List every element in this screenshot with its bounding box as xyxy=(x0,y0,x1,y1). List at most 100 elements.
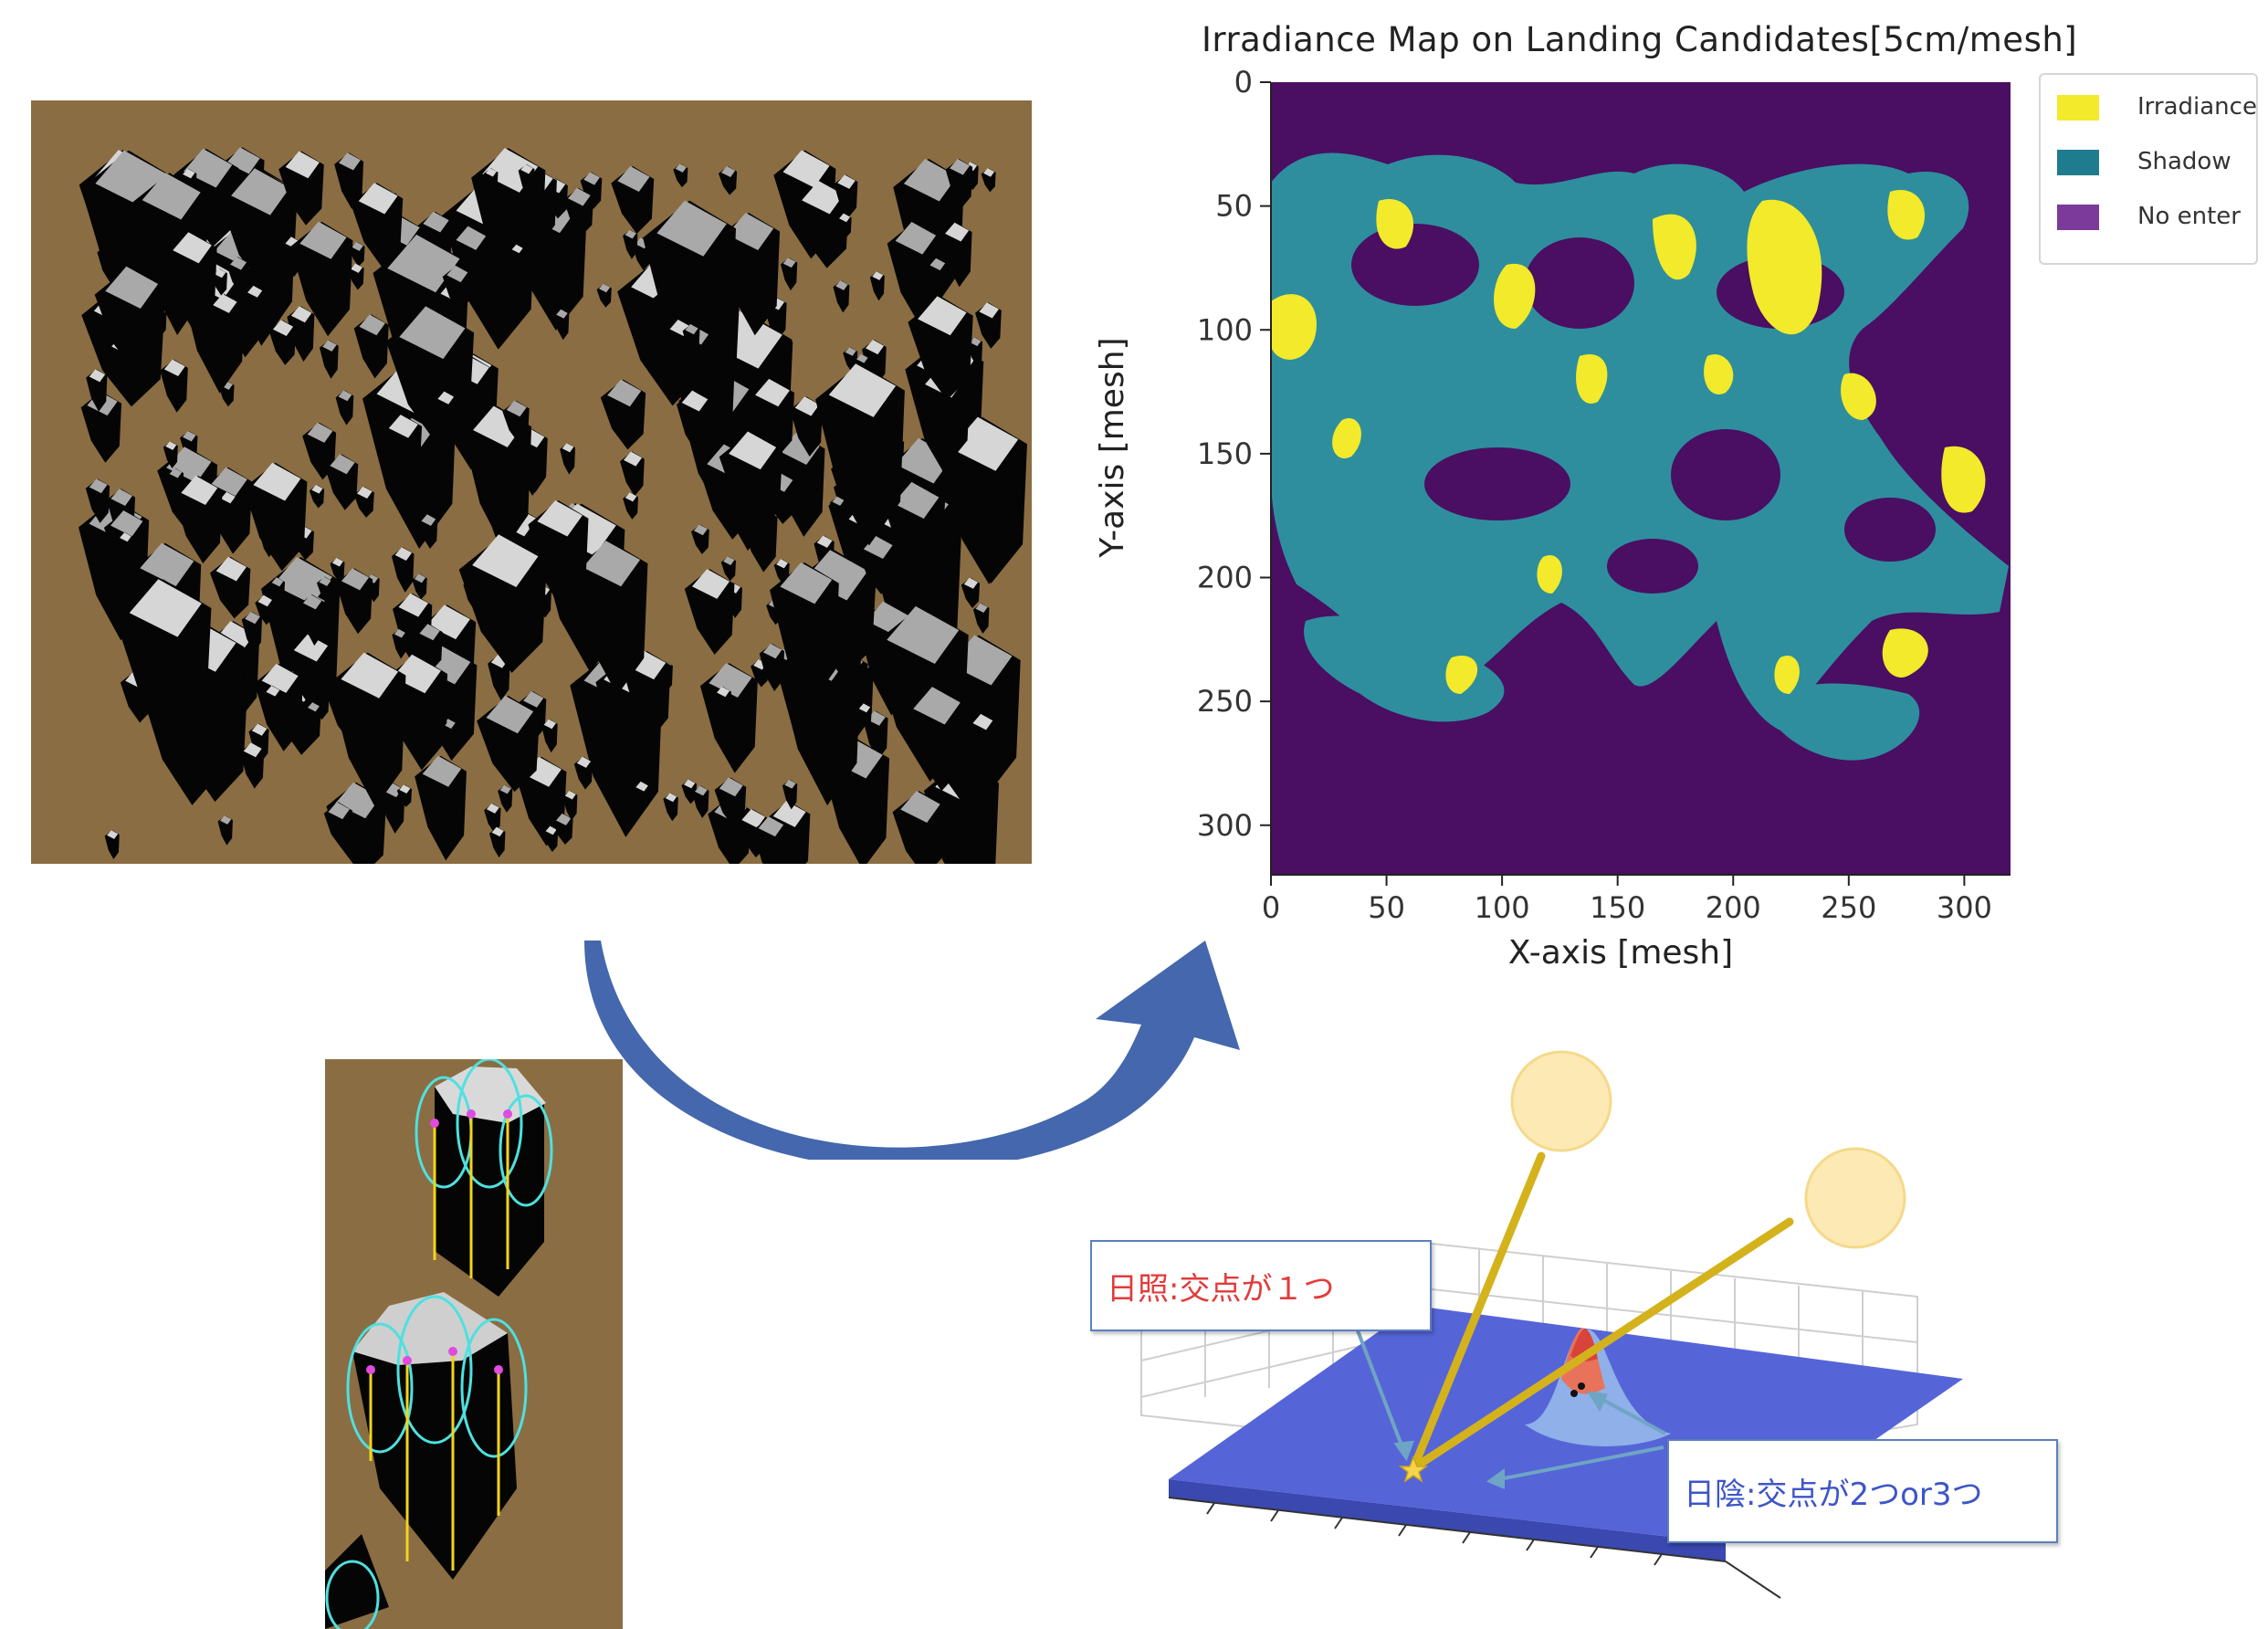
boulder-top xyxy=(691,569,730,599)
y-tick-label: 300 xyxy=(1197,808,1253,843)
boulder-shadow xyxy=(488,654,510,701)
boulder-top xyxy=(929,257,946,271)
boulder-top xyxy=(556,813,572,825)
boulder-top xyxy=(963,577,978,589)
boulder-top xyxy=(506,400,527,417)
boulder-shadow xyxy=(164,232,217,337)
boulder-top xyxy=(341,568,370,591)
irradiance-region xyxy=(1653,214,1696,280)
boulder-top xyxy=(220,491,236,504)
boulder-top xyxy=(183,168,195,179)
x-tick-label: 250 xyxy=(1821,890,1876,925)
boulder-shadow xyxy=(699,663,758,773)
boulder-top xyxy=(903,158,958,202)
legend-item-irradiance: Irradiance xyxy=(2057,89,2257,126)
boulder-top xyxy=(456,226,487,250)
boulder-top xyxy=(755,378,790,407)
boulder-shadow xyxy=(682,323,700,358)
boulder-top xyxy=(253,462,301,501)
boulder-shadow xyxy=(353,314,389,379)
boulder-shadow xyxy=(160,359,188,413)
boulder-top xyxy=(388,415,418,438)
sun-ray xyxy=(1409,1217,1794,1473)
sun-disc xyxy=(1510,1050,1612,1152)
boulder-shadow xyxy=(972,603,990,634)
boulder-top xyxy=(523,690,544,708)
boulder-shadow xyxy=(509,244,525,274)
boulder-shadow xyxy=(562,790,578,821)
boulder-shadow xyxy=(488,826,506,858)
x-tick-label: 200 xyxy=(1706,890,1761,925)
legend: Irradiance Shadow No enter xyxy=(2039,73,2258,265)
boulder-top xyxy=(599,283,611,293)
boulder-top xyxy=(230,257,247,270)
boulder-shadow xyxy=(940,222,972,288)
boulder-top xyxy=(887,605,960,665)
boulder-shadow xyxy=(772,433,825,537)
boulder-top xyxy=(979,302,999,319)
y-axis-label: Y-axis [mesh] xyxy=(1094,337,1131,558)
boulder-top xyxy=(166,447,212,483)
callout-sunlit: 日照:交点が１つ xyxy=(1090,1240,1432,1331)
boulder-top xyxy=(945,222,970,242)
boulder-top xyxy=(562,443,574,453)
x-tick-label: 50 xyxy=(1368,890,1405,925)
boulder-top xyxy=(866,710,886,726)
boulder-top xyxy=(392,654,441,694)
boulder-top xyxy=(741,809,766,828)
boulder-top xyxy=(181,476,218,506)
rock-ray-detail-render xyxy=(325,1059,623,1629)
boulder-top xyxy=(772,801,806,827)
boulder-top xyxy=(816,535,833,548)
boulder-top xyxy=(110,510,143,537)
boulder-shadow xyxy=(241,611,263,652)
boulder-top xyxy=(972,713,993,730)
boulder-top xyxy=(975,603,988,614)
legend-label: Shadow xyxy=(2137,148,2231,175)
irradiance-region xyxy=(1445,656,1478,694)
boulder-top xyxy=(220,815,232,825)
irradiance-region xyxy=(1271,294,1317,360)
boulder-top xyxy=(394,547,413,561)
boulder-top xyxy=(693,524,708,536)
boulder-top xyxy=(694,785,708,796)
boulder-top xyxy=(784,779,796,789)
boulder-top xyxy=(245,611,260,625)
boulder-top xyxy=(709,663,752,698)
boulder-top xyxy=(913,687,961,725)
boulder-top xyxy=(341,652,399,699)
boulder-top xyxy=(828,363,897,417)
irradiance-region xyxy=(1841,373,1876,420)
boulder-shadow xyxy=(263,685,282,723)
legend-item-shadow: Shadow xyxy=(2057,144,2249,181)
boulder-top xyxy=(918,296,967,336)
boulder-shadow xyxy=(518,163,535,197)
boulder-top xyxy=(322,340,337,352)
boulder-top xyxy=(543,719,556,730)
boulder-top xyxy=(675,163,687,173)
boulder-top xyxy=(290,306,312,323)
irradiance-region xyxy=(1576,354,1608,404)
boulder-shadow xyxy=(287,306,315,363)
boulder-top xyxy=(89,478,108,494)
boulder-shadow xyxy=(714,686,731,723)
boulder-shadow xyxy=(692,785,709,819)
boulder-top xyxy=(893,481,940,519)
boulder-top xyxy=(243,742,262,758)
boulder-shadow xyxy=(541,719,558,753)
boulder-shadow xyxy=(392,628,407,659)
boulder-shadow xyxy=(239,742,265,789)
boulder-shadow xyxy=(643,200,737,388)
sun-ray xyxy=(1409,1151,1546,1473)
boulder-shadow xyxy=(937,416,1027,583)
y-tick-label: 250 xyxy=(1197,684,1253,719)
boulder-top xyxy=(351,263,362,273)
boulder-top xyxy=(537,499,583,537)
boulder-top xyxy=(568,187,591,206)
boulder-top xyxy=(140,542,194,586)
boulder-shadow xyxy=(217,815,233,846)
boulder-top xyxy=(665,793,677,803)
boulder-top xyxy=(213,293,237,313)
boulder-shadow xyxy=(415,755,467,861)
